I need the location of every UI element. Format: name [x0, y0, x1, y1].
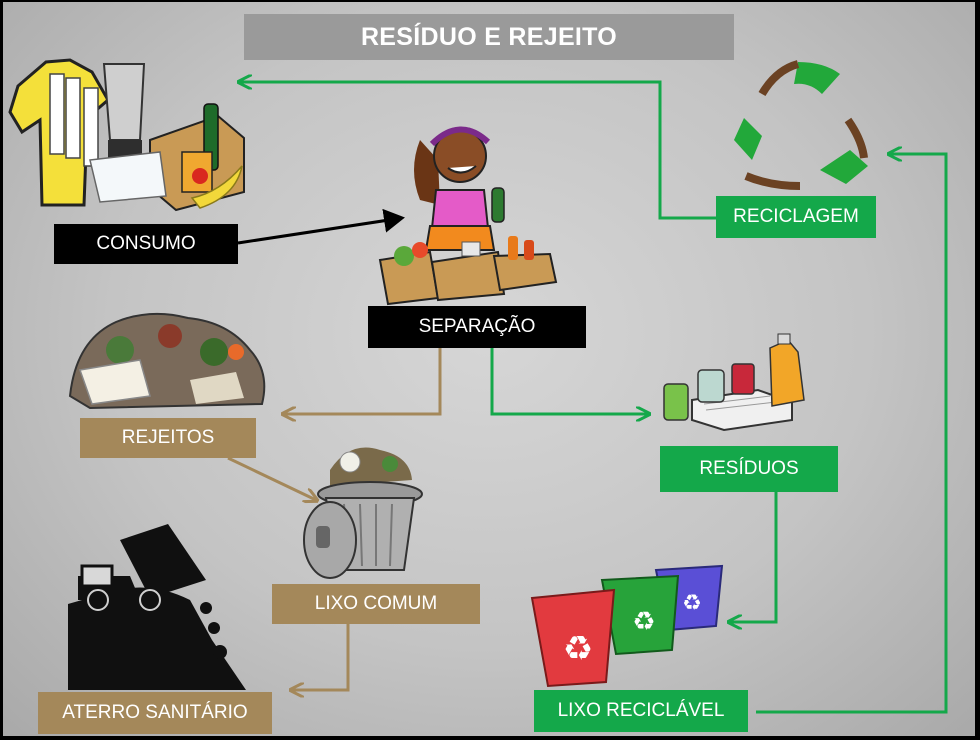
- landfill-truck-illustration: [68, 524, 246, 690]
- recycling-bins-illustration: ♻ ♻ ♻: [530, 564, 724, 688]
- consumer-goods-illustration: [8, 58, 245, 212]
- label-separacao: SEPARAÇÃO: [368, 306, 586, 348]
- arrow-rejeitos-to-lixo-comum: [227, 456, 316, 500]
- recyclable-items-illustration: [663, 333, 805, 432]
- bin-red: ♻: [530, 588, 616, 688]
- recycle-symbol-illustration: [734, 60, 868, 190]
- label-residuos: RESÍDUOS: [660, 446, 838, 492]
- label-consumo: CONSUMO: [54, 224, 238, 264]
- label-lixo-reciclavel: LIXO RECICLÁVEL: [534, 690, 748, 732]
- diagram-title: RESÍDUO E REJEITO: [244, 14, 734, 60]
- svg-text:♻: ♻: [563, 629, 593, 669]
- arrow-separacao-to-rejeitos: [284, 348, 442, 414]
- label-aterro-sanitario: ATERRO SANITÁRIO: [38, 692, 272, 734]
- arrow-separacao-to-residuos: [490, 348, 648, 414]
- arrow-consumo-to-separacao: [237, 208, 405, 245]
- arrow-lixo-comum-to-aterro: [292, 624, 350, 690]
- arrow-reciclagem-to-consumo: [240, 82, 716, 220]
- bin-green: ♻: [600, 574, 680, 656]
- label-reciclagem: RECICLAGEM: [716, 196, 876, 238]
- svg-text:♻: ♻: [632, 607, 655, 637]
- svg-text:♻: ♻: [682, 591, 702, 616]
- arrow-residuos-to-lixo-reciclavel: [730, 492, 778, 622]
- label-lixo-comum: LIXO COMUM: [272, 584, 480, 624]
- reject-pile-illustration: [68, 312, 266, 410]
- garbage-can-illustration: [303, 447, 423, 579]
- label-rejeitos: REJEITOS: [80, 418, 256, 458]
- arrow-lixo-reciclavel-to-reciclagem: [756, 154, 948, 714]
- girl-sorting-illustration: [378, 126, 558, 306]
